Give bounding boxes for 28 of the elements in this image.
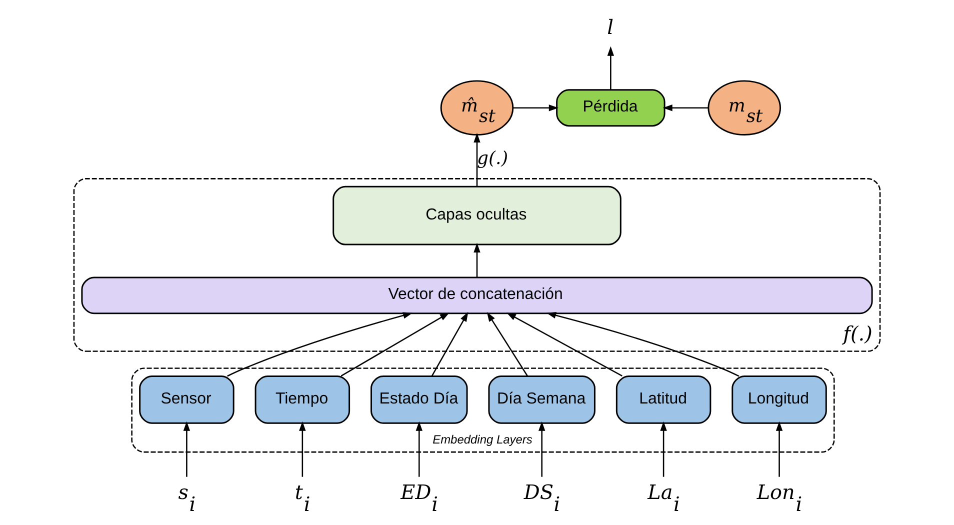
arrow [607, 46, 614, 90]
arrow [546, 312, 740, 377]
node-box: Latitud [616, 375, 712, 424]
node-box: Tiempo [254, 375, 350, 424]
node-box: Estado Día [370, 375, 468, 424]
node-box: Capas ocultas [332, 186, 622, 246]
node-box: Vector de concatenación [81, 276, 873, 314]
edge-label: g(.) [477, 148, 508, 170]
arrow [340, 312, 450, 377]
arrow [431, 312, 468, 376]
arrow [299, 421, 306, 477]
node-box: Día Semana [488, 375, 596, 424]
arrow [486, 312, 528, 376]
node-box: Pérdida [556, 89, 666, 127]
arrow [662, 104, 708, 112]
arrow [506, 312, 622, 377]
arrow [474, 132, 480, 187]
node-box: Longitud [732, 375, 827, 424]
arrow [776, 421, 783, 477]
arrow [183, 421, 190, 477]
node-text: l [607, 15, 614, 40]
arrow [416, 421, 422, 477]
arrow [538, 421, 546, 477]
arrow [513, 104, 558, 112]
arrow [227, 312, 413, 377]
arrow [660, 421, 667, 477]
arrow [474, 242, 480, 278]
node-box: Sensor [139, 375, 234, 424]
